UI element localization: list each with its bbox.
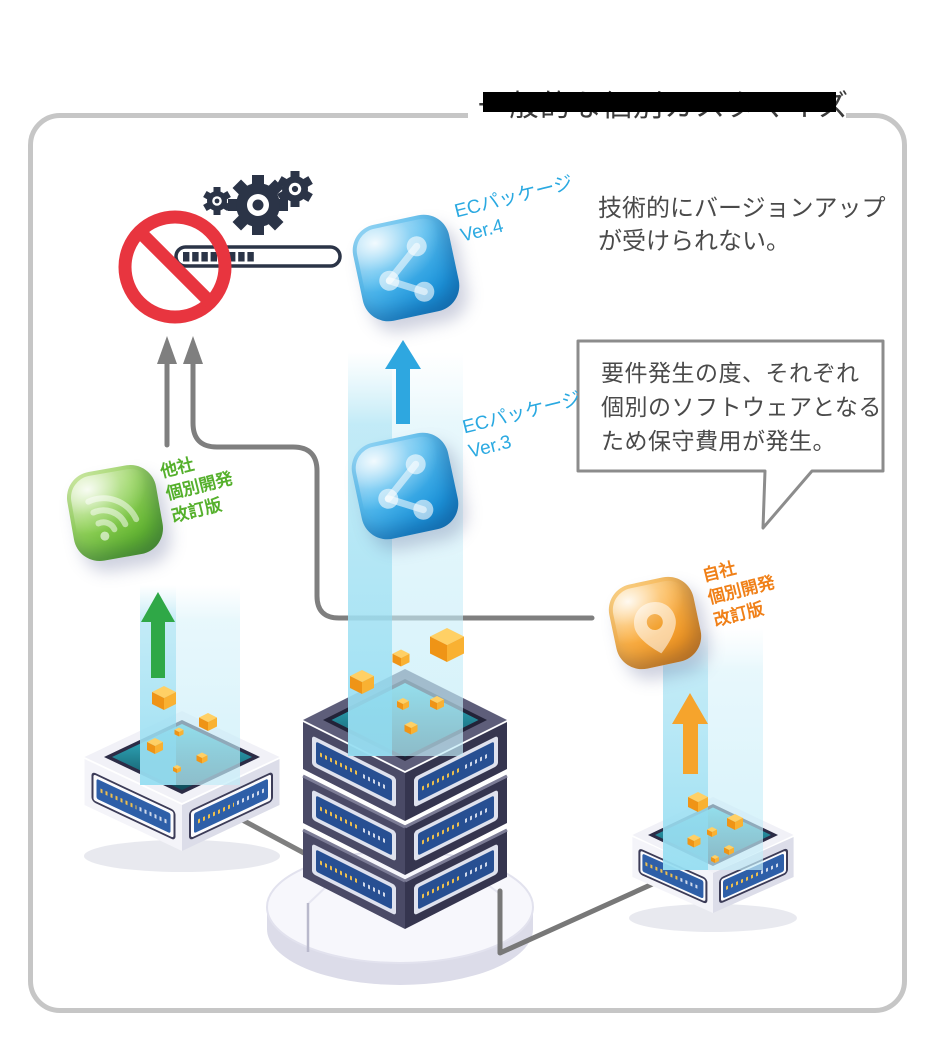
ec-package-ver3-tile [346, 427, 464, 545]
other-company-tile [62, 460, 168, 566]
title-highlight-bar [483, 92, 836, 112]
wifi-icon [85, 495, 140, 541]
speech-bubble [576, 339, 885, 530]
ec-package-ver4-tile [347, 209, 465, 327]
share-icon [379, 236, 435, 302]
up-arrow-blue [385, 340, 421, 424]
up-arrow-orange [672, 693, 708, 774]
location-pin-icon [633, 601, 676, 654]
up-arrow-green [141, 592, 175, 678]
speech-bubble-text: 要件発生の度、それぞれ 個別のソフトウェアとなる ため保守費用が発生。 [601, 360, 882, 454]
prohibition-icon [118, 210, 232, 324]
own-company-tile [603, 571, 707, 675]
connector-right-server [497, 874, 671, 956]
share-icon [378, 454, 434, 520]
note-version-up: 技術的にバージョンアップ が受けられない。 [598, 195, 886, 255]
diagram-border [28, 113, 907, 1013]
light-beams [140, 352, 763, 870]
gray-arrowheads [157, 336, 203, 364]
progress-bar [174, 245, 342, 268]
connector-own-to-block [190, 355, 595, 621]
gears-icon [203, 171, 313, 235]
